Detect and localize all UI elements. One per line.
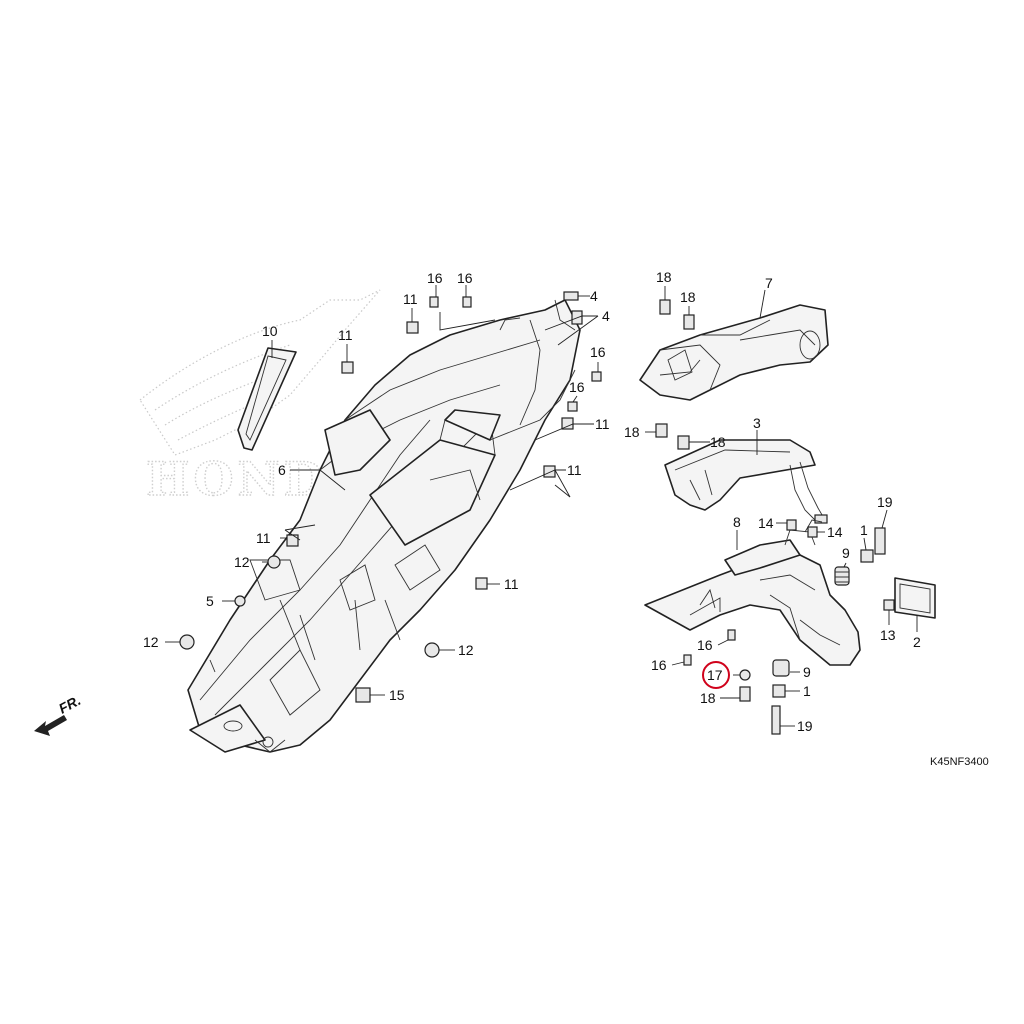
callout-11: 11 bbox=[403, 291, 418, 307]
callout-18: 18 bbox=[680, 289, 696, 305]
collar-1a bbox=[860, 549, 874, 563]
fender-hardware bbox=[179, 291, 602, 703]
screw-12a bbox=[267, 555, 281, 569]
callout-1: 1 bbox=[860, 522, 868, 538]
callout-9: 9 bbox=[842, 545, 850, 561]
collar-1b bbox=[772, 684, 786, 698]
nut-11a bbox=[406, 321, 419, 334]
callout-11: 11 bbox=[567, 462, 582, 478]
callout-5: 5 bbox=[206, 593, 214, 609]
clip-15 bbox=[355, 687, 371, 703]
clip-4a bbox=[563, 291, 579, 301]
callout-14: 14 bbox=[827, 524, 843, 540]
callout-11: 11 bbox=[256, 530, 271, 546]
callout-labels: 10 11 16 16 11 4 4 16 16 11 11 6 11 12 1… bbox=[143, 269, 921, 734]
callout-19: 19 bbox=[877, 494, 893, 510]
callout-12: 12 bbox=[234, 554, 250, 570]
bolt-16e bbox=[727, 629, 736, 641]
callout-16: 16 bbox=[427, 270, 443, 286]
part-7-seat-cowl bbox=[639, 299, 829, 401]
bolt-19b bbox=[771, 705, 781, 735]
callout-16: 16 bbox=[569, 379, 585, 395]
diagram-code: K45NF3400 bbox=[930, 756, 989, 768]
callout-19: 19 bbox=[797, 718, 813, 734]
callout-8: 8 bbox=[733, 514, 741, 530]
callout-2: 2 bbox=[913, 634, 921, 650]
callout-16: 16 bbox=[590, 344, 606, 360]
callout-16: 16 bbox=[651, 657, 667, 673]
callout-14: 14 bbox=[758, 515, 774, 531]
bolt-18e bbox=[739, 686, 751, 702]
callout-10: 10 bbox=[262, 323, 278, 339]
callout-4: 4 bbox=[602, 308, 610, 324]
nut-11e bbox=[286, 534, 299, 547]
bolt-18a bbox=[659, 299, 671, 315]
part-10-rubber-strip bbox=[237, 347, 297, 451]
clip-14a bbox=[786, 519, 797, 531]
callout-16: 16 bbox=[457, 270, 473, 286]
nut-13 bbox=[883, 599, 895, 611]
bolt-18b bbox=[683, 314, 695, 330]
bolt-16f bbox=[683, 654, 692, 666]
front-direction-arrow: FR. bbox=[34, 692, 83, 736]
bolt-18c bbox=[655, 423, 668, 438]
callout-13: 13 bbox=[880, 627, 896, 643]
direction-label: FR. bbox=[56, 692, 83, 717]
callout-15: 15 bbox=[389, 687, 405, 703]
callout-18: 18 bbox=[700, 690, 716, 706]
callout-3: 3 bbox=[753, 415, 761, 431]
callout-17: 17 bbox=[707, 667, 723, 683]
screw-12b bbox=[179, 634, 195, 650]
callout-12: 12 bbox=[143, 634, 159, 650]
nut-11d bbox=[543, 465, 556, 478]
callout-4: 4 bbox=[590, 288, 598, 304]
screw-12c bbox=[424, 642, 440, 658]
nut-11f bbox=[475, 577, 488, 590]
part-6-rear-fender bbox=[187, 299, 581, 753]
callout-18: 18 bbox=[656, 269, 672, 285]
part-3-bracket bbox=[655, 423, 828, 524]
connector-3 bbox=[814, 514, 828, 524]
leader-lines bbox=[165, 285, 918, 727]
nut-11c bbox=[561, 417, 574, 430]
part-8-license-bracket bbox=[644, 519, 886, 735]
callout-12: 12 bbox=[458, 642, 474, 658]
bolt-16d bbox=[567, 401, 578, 412]
rubber-9b bbox=[772, 659, 790, 677]
callout-9: 9 bbox=[803, 664, 811, 680]
bolt-19a bbox=[874, 527, 886, 555]
bolt-16c bbox=[591, 371, 602, 382]
spring-9a bbox=[834, 566, 850, 586]
callout-1: 1 bbox=[803, 683, 811, 699]
clip-14b bbox=[807, 526, 818, 538]
callout-11: 11 bbox=[338, 327, 353, 343]
callout-18: 18 bbox=[710, 434, 726, 450]
washer-17 bbox=[739, 669, 751, 681]
callout-7: 7 bbox=[765, 275, 773, 291]
part-2-reflector bbox=[883, 577, 936, 619]
callout-11: 11 bbox=[504, 576, 519, 592]
nut-11b bbox=[341, 361, 354, 374]
highlight-circle bbox=[702, 661, 730, 689]
bolt-16b bbox=[462, 296, 472, 308]
arrow-icon bbox=[34, 715, 67, 736]
callout-18: 18 bbox=[624, 424, 640, 440]
bolt-18d bbox=[677, 435, 690, 450]
grommet-5 bbox=[234, 595, 246, 607]
callout-16: 16 bbox=[697, 637, 713, 653]
callout-11: 11 bbox=[595, 416, 610, 432]
callout-6: 6 bbox=[278, 462, 286, 478]
bolt-16a bbox=[429, 296, 439, 308]
